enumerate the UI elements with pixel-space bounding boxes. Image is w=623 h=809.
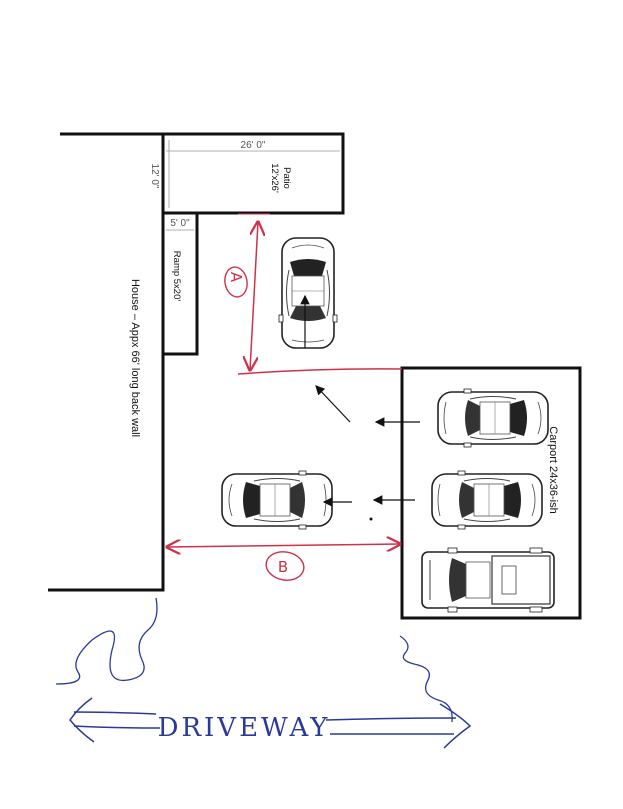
dimension-a-line (250, 222, 258, 370)
marker-a-label: A (227, 272, 245, 283)
driveway-edge-right (399, 635, 453, 723)
car-icon (278, 237, 338, 349)
pickup-truck-icon (421, 547, 555, 613)
driveway-edge-left (55, 597, 158, 685)
patio-width-dimension: 26' 0" (241, 140, 266, 151)
driveway-right-arrow (325, 703, 472, 749)
ramp-outline (161, 211, 199, 356)
car-icon (431, 470, 543, 530)
patio-depth-dimension: 12' 0" (149, 164, 160, 189)
marker-b-label: B (278, 558, 288, 576)
carport-outline (400, 366, 582, 620)
ramp-width-dimension: 5' 0" (170, 218, 190, 229)
car-icon (221, 470, 333, 530)
house-outline (48, 132, 165, 592)
house-label: House – Appx 66' long back wall (129, 279, 141, 437)
marker-b-circle (265, 551, 305, 581)
patio-outline (161, 132, 345, 215)
marker-a-circle (224, 266, 248, 298)
driveway-left-arrow (69, 697, 161, 743)
arrow-icon (315, 385, 351, 423)
carport-label: Carport 24x36-ish (547, 426, 559, 513)
dimension-b-line (167, 544, 400, 547)
patio-label-line1: Patio (281, 167, 292, 189)
car-icon (437, 388, 549, 448)
patio-label-line2: 12'x26' (269, 163, 280, 193)
ramp-label: Ramp 5x20' (171, 251, 182, 302)
driveway-label: DRIVEWAY (158, 713, 331, 743)
